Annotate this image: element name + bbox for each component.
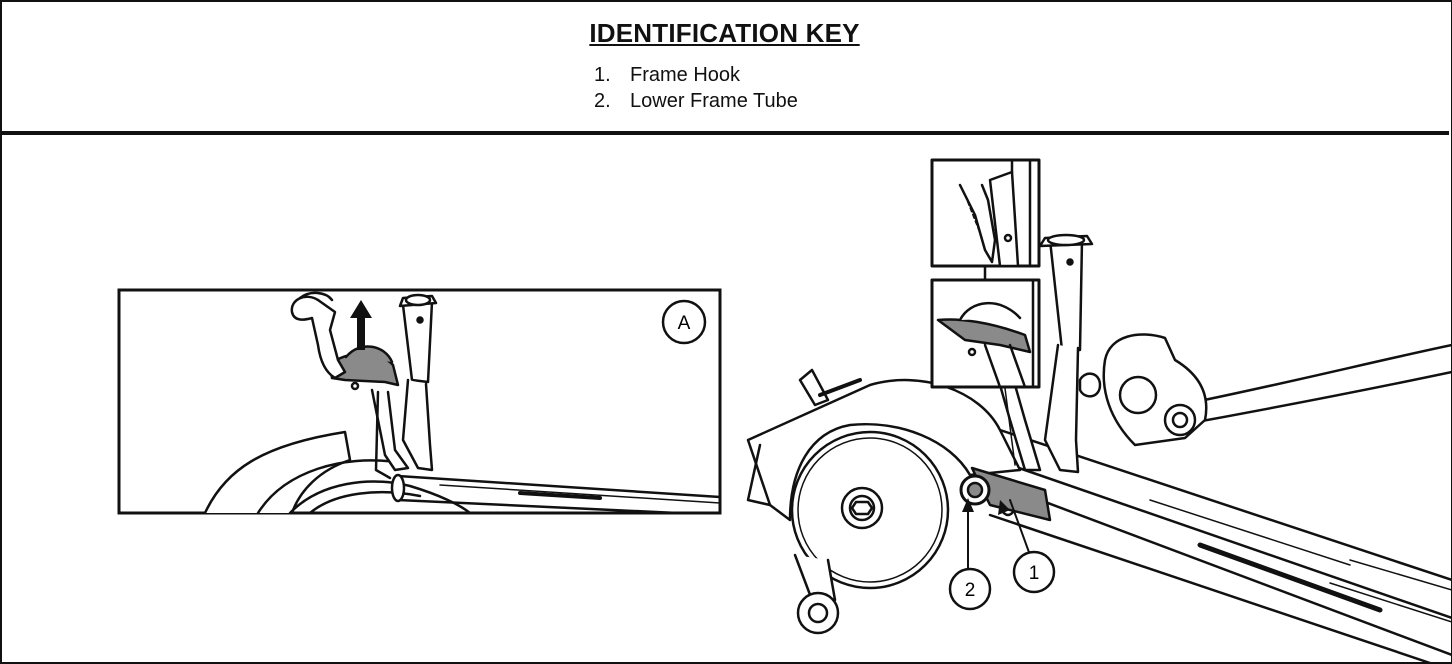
detail-label-a: A [678, 313, 691, 334]
lower-frame-tube-top [998, 483, 1452, 657]
key-item-frame-hook: 1. Frame Hook [594, 62, 798, 88]
main-view [746, 158, 1452, 663]
upper-rail-bottom [988, 456, 1452, 620]
key-item-label: Frame Hook [630, 64, 741, 86]
frame-tube-detail [439, 484, 720, 504]
identification-key-list: 1. Frame Hook 2. Lower Frame Tube [594, 62, 798, 114]
callout-circle-2 [948, 567, 992, 611]
callout-1-label: 1 [1029, 563, 1040, 584]
shroud-shape [203, 430, 352, 513]
hand-shape [290, 295, 347, 380]
identification-key-title: IDENTIFICATION KEY [589, 18, 860, 48]
upright-post [1048, 238, 1084, 352]
key-item-label: Lower Frame Tube [630, 90, 798, 112]
callout-circle-1 [1012, 550, 1056, 594]
side-rail-top [1178, 343, 1452, 407]
detail-label-circle [661, 299, 707, 345]
callout-2-label: 2 [965, 580, 976, 601]
leader-arrow-icon [998, 500, 1010, 515]
key-item-lower-frame-tube: 2. Lower Frame Tube [594, 88, 798, 114]
wheel-inner-arc [308, 490, 422, 513]
detail-view-a: A [117, 288, 722, 515]
frame-tube-top [396, 474, 720, 499]
key-item-number: 1. [594, 64, 611, 86]
frame-tube-bottom [396, 498, 704, 513]
leader-arrow-icon [962, 498, 974, 512]
shroud-handle [798, 368, 830, 407]
frame-tube-end [390, 473, 406, 503]
side-rail-bottom [1178, 370, 1452, 427]
frame-tube-slot [518, 491, 602, 500]
identification-key-panel: IDENTIFICATION KEY 1. Frame Hook 2. Lowe… [0, 0, 1449, 135]
key-item-number: 2. [594, 90, 611, 112]
lower-frame-tube-bottom [988, 513, 1432, 663]
lift-arrow-icon [350, 300, 372, 350]
